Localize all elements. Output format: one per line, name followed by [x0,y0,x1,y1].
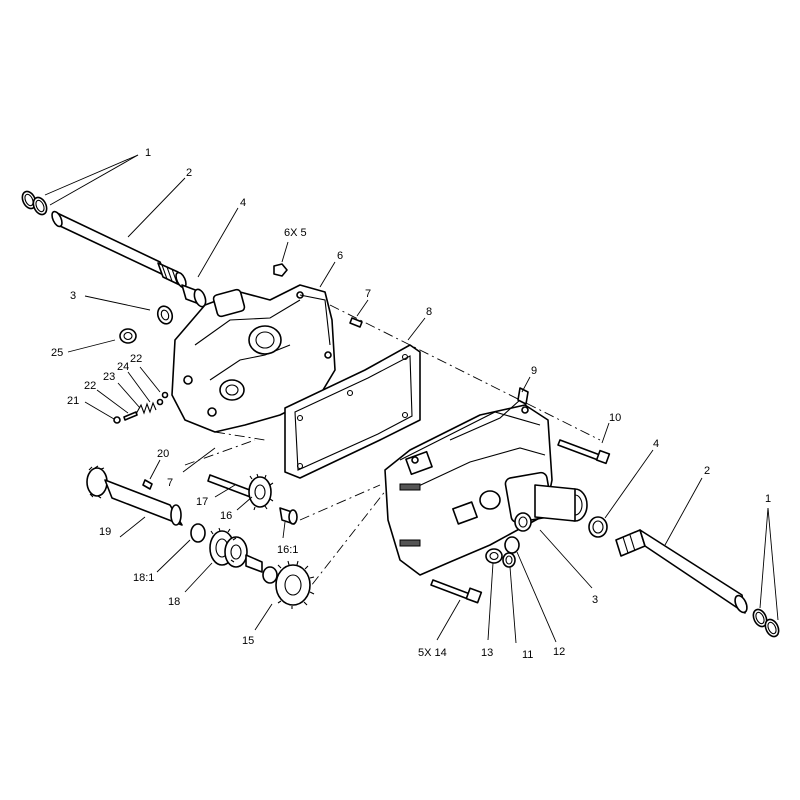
callout-23: 23 [103,371,115,383]
washer-12 [504,536,520,554]
callout-7-top: 7 [365,288,371,300]
callout-22-b: 22 [84,380,96,392]
callout-4-right: 4 [653,438,659,450]
callout-10: 10 [609,412,621,424]
callout-16-1: 16:1 [277,544,298,556]
nut-6x5 [273,263,288,277]
right-bushing-4 [588,516,608,538]
callout-3-left: 3 [70,290,76,302]
right-axle-shaft [615,529,748,614]
gasket-8 [284,344,421,479]
right-case-half [384,387,588,576]
ring-11 [502,552,516,568]
callout-6x5: 6X 5 [284,227,307,239]
callout-labels: 1 2 4 6X 5 6 3 7 8 25 22 24 23 22 21 9 1… [51,147,771,661]
alignment-lines [184,304,601,601]
callout-21: 21 [67,395,79,407]
left-axle-shaft [51,210,187,289]
gear-16 [248,473,274,511]
left-case-half [171,284,336,433]
callout-16: 16 [220,510,232,522]
key-20 [142,479,153,490]
callout-7-mid: 7 [167,477,173,489]
callout-2-top: 2 [186,167,192,179]
callout-2-right: 2 [704,465,710,477]
callout-15: 15 [242,635,254,647]
bushing-25 [119,328,137,344]
callout-24: 24 [117,361,129,373]
callout-1-right: 1 [765,493,771,505]
dowel-pin-7-top [349,317,363,328]
bolt-10 [557,439,611,465]
callout-18: 18 [168,596,180,608]
bolt-14 [430,579,483,604]
callout-13: 13 [481,647,493,659]
right-retaining-rings [752,608,780,638]
gear-15 [275,560,315,609]
spacer-15a [262,566,278,584]
callout-5x14: 5X 14 [418,647,447,659]
bushing-18-1 [190,523,206,543]
callout-12: 12 [553,646,565,658]
seal-3-right [514,512,532,532]
callout-4-top: 4 [240,197,246,209]
callout-18-1: 18:1 [133,572,154,584]
callout-1-top: 1 [145,147,151,159]
left-bushing-3 [156,305,174,325]
callout-8: 8 [426,306,432,318]
callout-19: 19 [99,526,111,538]
callout-20: 20 [157,448,169,460]
callout-17: 17 [196,496,208,508]
pinion-19-shaft [86,465,183,526]
callout-6: 6 [337,250,343,262]
callout-9: 9 [531,365,537,377]
bushing-13 [485,548,503,564]
callout-25: 25 [51,347,63,359]
callout-3-right: 3 [592,594,598,606]
left-bushing-4 [181,284,207,308]
cluster-gear-18 [209,527,263,573]
left-retaining-rings [21,190,48,216]
callout-11: 11 [522,649,533,661]
leader-lines [44,154,779,644]
callout-22-a: 22 [130,353,142,365]
spring-parts-21-24 [113,391,169,424]
bushing-16-1 [279,507,298,525]
pin-17 [207,474,256,499]
